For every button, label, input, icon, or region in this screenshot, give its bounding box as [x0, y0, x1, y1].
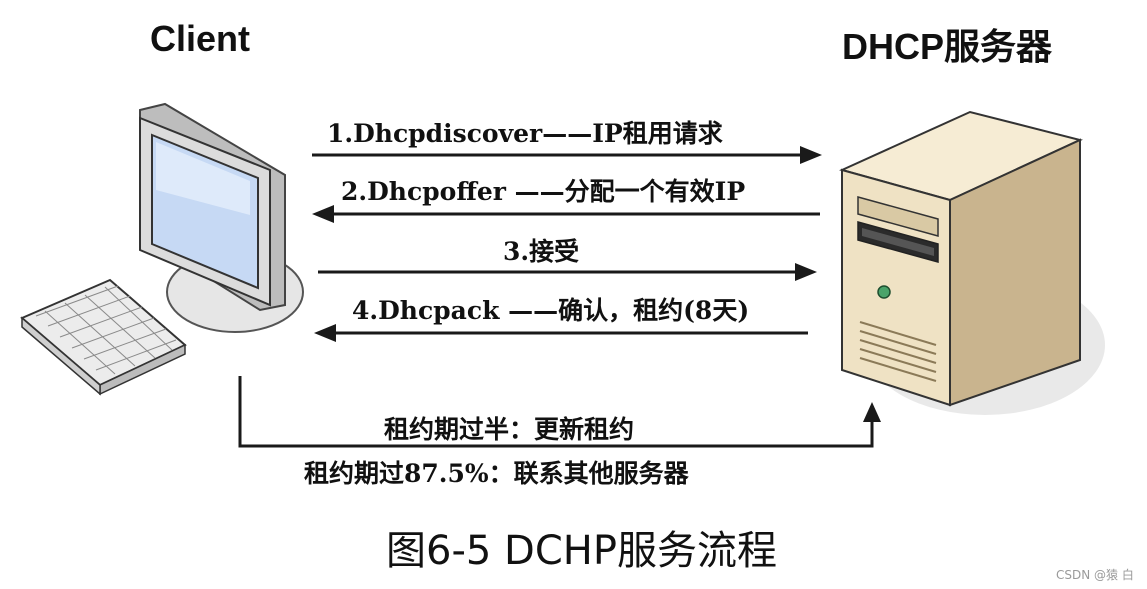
message-label-accept: 3.接受 — [503, 237, 580, 266]
message-arrows — [238, 146, 881, 448]
arrowhead-discover — [800, 146, 822, 164]
server-tower-icon — [839, 110, 1105, 415]
watermark: CSDN @猿 白 — [1056, 568, 1134, 582]
arrowhead-offer — [312, 205, 334, 223]
client-heading: Client — [150, 18, 251, 59]
server-heading: DHCP服务器 — [842, 26, 1053, 67]
arrowhead-accept — [795, 263, 817, 281]
arrowhead-ack — [314, 324, 336, 342]
arrowhead-renewal — [863, 402, 881, 422]
message-label-ack: 4.Dhcpack ——确认，租约(8天) — [352, 296, 750, 325]
arrow-renewal — [238, 376, 874, 448]
figure-caption: 图6-5 DCHP服务流程 — [386, 528, 777, 574]
renewal-label-875: 租约期过87.5%：联系其他服务器 — [304, 459, 689, 488]
message-label-offer: 2.Dhcpoffer ——分配一个有效IP — [341, 177, 746, 206]
renewal-label-half: 租约期过半：更新租约 — [384, 415, 635, 444]
message-label-discover: 1.Dhcpdiscover——IP租用请求 — [327, 119, 723, 148]
client-computer-icon — [20, 102, 304, 396]
